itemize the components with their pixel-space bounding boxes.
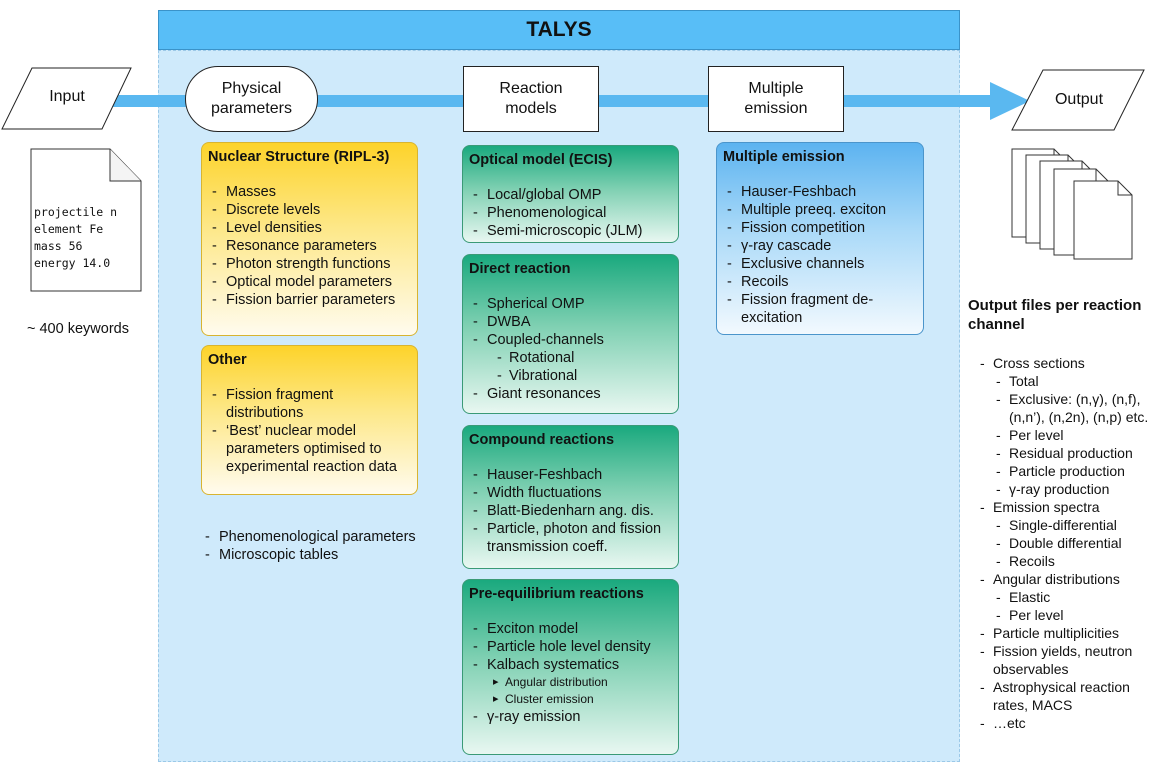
- list-item: Double differential: [977, 534, 1163, 552]
- multiple-emission-node: Multiple emission: [708, 66, 844, 132]
- input-line: energy 14.0: [34, 256, 111, 270]
- list-item: Residual production: [977, 444, 1163, 462]
- list-item: Fission fragment distributions: [208, 386, 336, 422]
- direct-reaction-box: Direct reaction Spherical OMP DWBA Coupl…: [462, 254, 679, 414]
- physical-parameters-label: Physical parameters: [211, 80, 292, 117]
- talys-title: TALYS: [158, 10, 960, 50]
- list-item: Multiple preeq. exciton: [723, 201, 917, 219]
- list-item: γ-ray production: [977, 480, 1163, 498]
- box-title: Optical model (ECIS): [469, 152, 613, 168]
- list-item: Phenomenological: [469, 204, 672, 222]
- multiple-emission-box: Multiple emission Hauser-Feshbach Multip…: [716, 142, 924, 335]
- list-item: Recoils: [977, 552, 1163, 570]
- box-title: Other: [208, 352, 247, 368]
- list-item: Masses: [208, 183, 411, 201]
- list-item: Particle hole level density: [469, 638, 672, 656]
- compound-reactions-box: Compound reactions Hauser-Feshbach Width…: [462, 425, 679, 569]
- other-box: Other Fission fragment distributions ‘Be…: [201, 345, 418, 495]
- list-item: Exclusive: (n,γ), (n,f), (n,n’), (n,2n),…: [977, 390, 1163, 426]
- list-item: Exciton model: [469, 620, 672, 638]
- output-files-title: Output files per reaction channel: [968, 297, 1142, 333]
- box-title: Pre-equilibrium reactions: [469, 586, 644, 602]
- input-line: mass 56: [34, 239, 83, 253]
- input-file-icon: [30, 148, 142, 292]
- list-item: Fission yields, neutron observables: [977, 642, 1163, 678]
- list-item: Kalbach systematics: [469, 656, 672, 674]
- box-title: Multiple emission: [723, 149, 845, 165]
- list-item: Semi-microscopic (JLM): [469, 222, 672, 240]
- list-item: Fission fragment de-excitation: [723, 291, 917, 327]
- list-item: Giant resonances: [469, 385, 672, 403]
- list-item: Exclusive channels: [723, 255, 917, 273]
- list-item: Local/global OMP: [469, 186, 672, 204]
- list-item: Emission spectra: [977, 498, 1163, 516]
- list-item: Coupled-channels: [469, 331, 672, 349]
- list-item: Angular distribution: [469, 674, 672, 691]
- list-item: Photon strength functions: [208, 255, 411, 273]
- list-item: DWBA: [469, 313, 672, 331]
- nuclear-structure-box: Nuclear Structure (RIPL-3) Masses Discre…: [201, 142, 418, 336]
- list-item: Recoils: [723, 273, 917, 291]
- list-item: Particle multiplicities: [977, 624, 1163, 642]
- multiple-emission-label: Multiple emission: [744, 80, 808, 117]
- pre-equilibrium-box: Pre-equilibrium reactions Exciton model …: [462, 579, 679, 755]
- physical-parameters-node: Physical parameters: [185, 66, 318, 132]
- list-item: Optical model parameters: [208, 273, 411, 291]
- list-item: Phenomenological parameters: [201, 528, 441, 546]
- list-item: Fission competition: [723, 219, 917, 237]
- list-item: γ-ray emission: [469, 708, 672, 726]
- list-item: Elastic: [977, 588, 1163, 606]
- box-title: Nuclear Structure (RIPL-3): [208, 149, 390, 165]
- optical-model-box: Optical model (ECIS) Local/global OMP Ph…: [462, 145, 679, 243]
- list-item: Vibrational: [469, 367, 672, 385]
- list-item: Particle, photon and fission transmissio…: [469, 520, 672, 556]
- list-item: Total: [977, 372, 1163, 390]
- list-item: Discrete levels: [208, 201, 411, 219]
- list-item: Rotational: [469, 349, 672, 367]
- list-item: Fission barrier parameters: [208, 291, 411, 309]
- list-item: Particle production: [977, 462, 1163, 480]
- list-item: Microscopic tables: [201, 546, 441, 564]
- list-item: Cluster emission: [469, 691, 672, 708]
- physical-extra-list: Phenomenological parameters Microscopic …: [201, 528, 441, 564]
- output-shape: [1011, 69, 1145, 131]
- box-title: Compound reactions: [469, 432, 615, 448]
- reaction-models-label: Reaction models: [499, 80, 563, 117]
- input-line: projectile n: [34, 205, 118, 219]
- list-item: γ-ray cascade: [723, 237, 917, 255]
- list-item: Level densities: [208, 219, 411, 237]
- reaction-models-node: Reaction models: [463, 66, 599, 132]
- list-item: Spherical OMP: [469, 295, 672, 313]
- box-title: Direct reaction: [469, 261, 571, 277]
- input-label: Input: [49, 88, 85, 105]
- list-item: Hauser-Feshbach: [469, 466, 672, 484]
- input-line: element Fe: [34, 222, 104, 236]
- keywords-caption: ~ 400 keywords: [27, 321, 129, 337]
- output-files-list: Cross sections Total Exclusive: (n,γ), (…: [977, 354, 1163, 732]
- list-item: …etc: [977, 714, 1163, 732]
- list-item: Resonance parameters: [208, 237, 411, 255]
- list-item: Width fluctuations: [469, 484, 672, 502]
- list-item: ‘Best’ nuclear model parameters optimise…: [208, 422, 411, 476]
- input-file-content: projectile n element Fe mass 56 energy 1…: [34, 204, 138, 272]
- output-label: Output: [1054, 91, 1104, 108]
- list-item: Angular distributions: [977, 570, 1163, 588]
- output-files-icon: [1011, 148, 1133, 260]
- list-item: Blatt-Biedenharn ang. dis.: [469, 502, 672, 520]
- list-item: Cross sections: [977, 354, 1163, 372]
- list-item: Per level: [977, 426, 1163, 444]
- list-item: Single-differential: [977, 516, 1163, 534]
- list-item: Per level: [977, 606, 1163, 624]
- input-shape: [1, 67, 132, 130]
- list-item: Astrophysical reaction rates, MACS: [977, 678, 1163, 714]
- list-item: Hauser-Feshbach: [723, 183, 917, 201]
